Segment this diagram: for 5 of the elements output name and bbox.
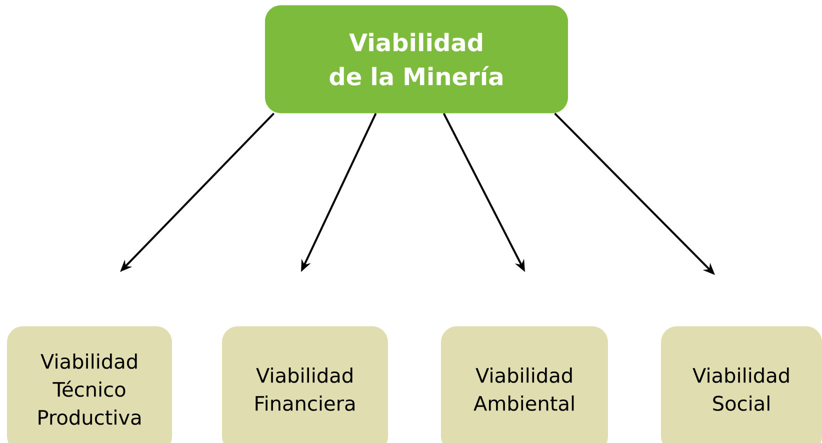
title-box: Viabilidad de la Minería	[265, 5, 568, 114]
category-box: Viabilidad Técnico Productiva	[7, 326, 172, 443]
category-box: Viabilidad Financiera	[222, 326, 388, 443]
category-box: Viabilidad Ambiental	[441, 326, 608, 443]
category-box: Viabilidad Social	[661, 326, 822, 443]
